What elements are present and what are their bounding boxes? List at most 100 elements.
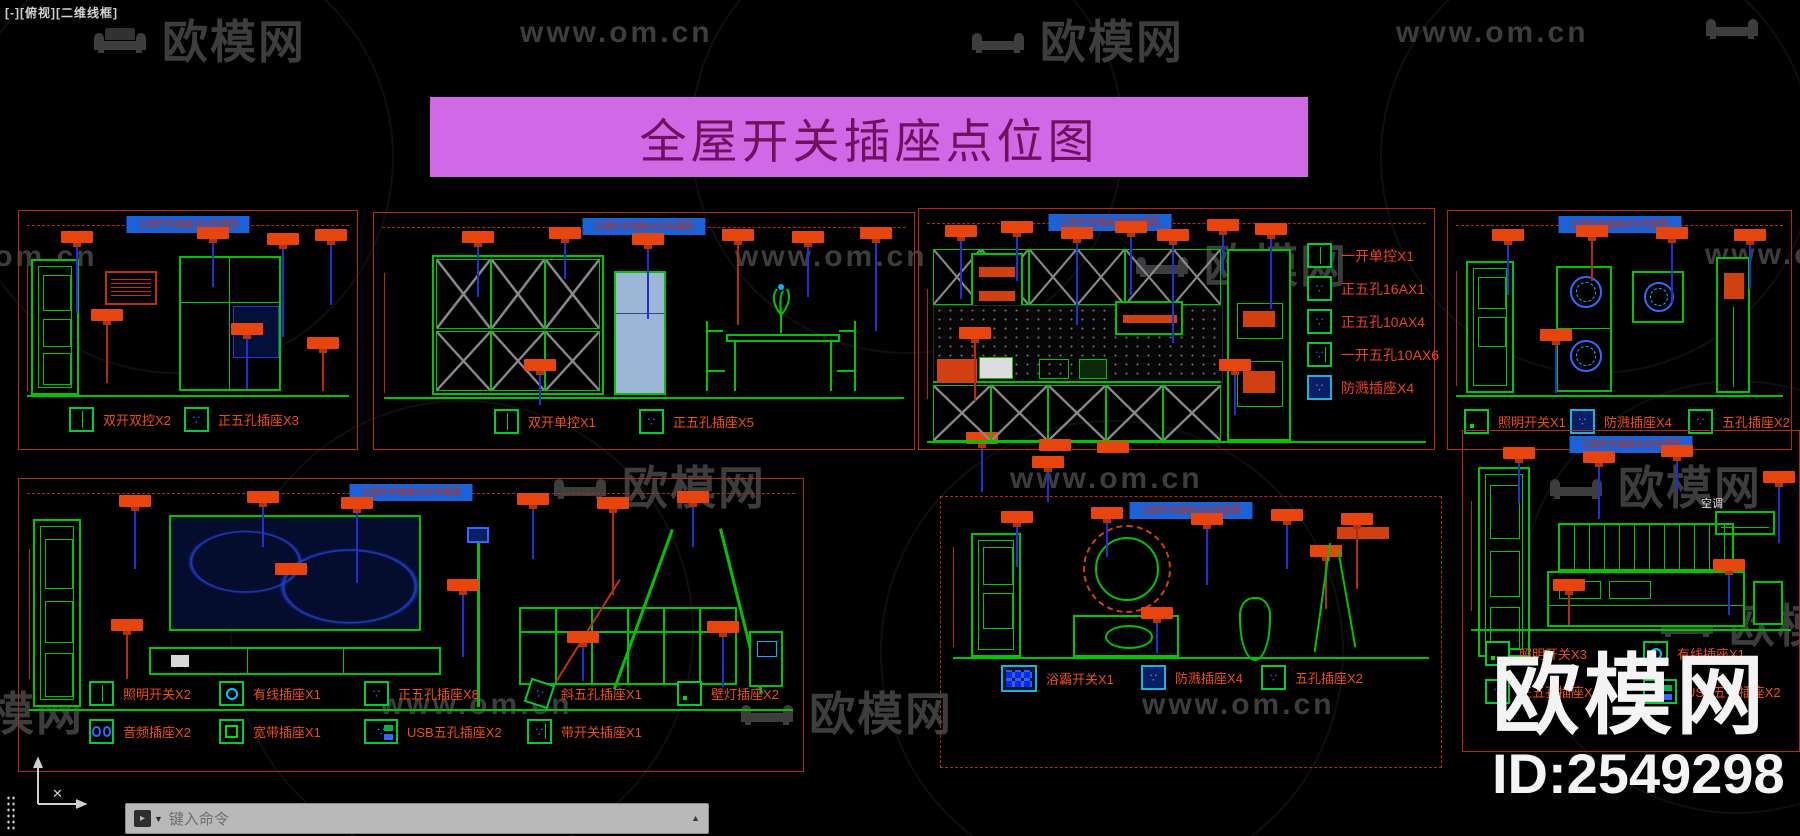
socket-callout-marker	[1553, 579, 1585, 625]
socket-callout-marker	[707, 621, 739, 687]
legend-label: 照明开关X2	[123, 687, 191, 702]
panel-bathroom-elevation: 立面开关插座点位布置图 浴霸开关X1 ∵ 防溅插座X4 ∵ 五孔插座X2	[940, 496, 1442, 768]
socket-callout-marker	[1576, 225, 1608, 281]
legend-label: 双开双控X2	[103, 413, 171, 428]
site-watermark-brand: 欧模网	[1492, 646, 1769, 745]
socket-callout-marker	[597, 497, 629, 595]
legend-item: 有线插座X1	[219, 681, 321, 706]
socket-callout-marker	[119, 495, 151, 569]
legend-item: 一开单控X1	[1307, 243, 1414, 268]
socket-callout-marker	[1271, 509, 1303, 569]
viewport-controls[interactable]: [-][俯视][二维线框]	[5, 6, 118, 20]
legend-item: ∵ USB五孔插座X2	[1643, 679, 1781, 704]
socket-callout-marker	[1503, 447, 1535, 503]
legend-item: 照明开关X3	[1485, 641, 1587, 666]
splash-proof-socket-icon: ∵	[1570, 409, 1595, 434]
washer-dryer-stack-drawing	[1556, 266, 1612, 392]
door-drawing	[1466, 261, 1514, 393]
socket-callout-marker	[1656, 227, 1688, 303]
watermark-url: www.om.cn	[1396, 16, 1589, 49]
command-bar-grip[interactable]	[6, 795, 15, 831]
switch-five-hole-socket-icon: ∵	[1307, 342, 1332, 367]
vase-drawing	[1239, 597, 1271, 661]
socket-callout-marker	[1219, 359, 1251, 415]
wall-shelf-drawing	[1337, 527, 1389, 539]
legend-label: 正五孔插座X8	[398, 687, 479, 702]
legend-label: 有线插座X1	[253, 687, 321, 702]
watermark-tile: 欧模网	[966, 6, 1184, 72]
dimension-line	[29, 549, 30, 679]
bed-headboard-drawing	[1558, 523, 1734, 571]
water-heater-cabinet-drawing	[1716, 257, 1750, 393]
dimension-line	[1456, 271, 1457, 386]
socket-callout-marker	[1091, 507, 1123, 557]
legend-label: 带开关插座X1	[561, 725, 642, 740]
ucs-axis-icon	[33, 756, 88, 809]
socket-callout-marker	[792, 231, 824, 297]
audio-socket-icon	[89, 719, 114, 744]
chevron-down-icon[interactable]: ▼	[154, 813, 163, 824]
floor-line	[1456, 395, 1783, 397]
legend-label: 正五孔插座X3	[218, 413, 299, 428]
two-gang-switch-icon	[69, 407, 94, 432]
page-title: 全屋开关插座点位图	[639, 114, 1099, 170]
counter-appliance	[1039, 359, 1069, 379]
splash-proof-socket-icon: ∵	[1307, 375, 1332, 400]
legend-item: ∵ 防溅插座X4	[1307, 375, 1414, 400]
title-banner: 全屋开关插座点位图	[430, 97, 1308, 177]
legend-item: 宽带插座X1	[219, 719, 321, 744]
panel-laundry-elevation: 立面开关插座点位布置图 照明开关X1 ∵ 防溅插座X4 ∵ 五孔插座X2	[1447, 210, 1792, 450]
socket-callout-marker	[447, 579, 479, 657]
command-bar[interactable]: ▸ ▼ 键入命令 ▲	[125, 803, 709, 834]
countertop-line	[933, 381, 1221, 383]
socket-callout-marker	[1492, 229, 1524, 295]
slant-five-hole-socket-icon: ∵	[523, 677, 556, 710]
door-drawing	[31, 259, 79, 395]
counter-appliance	[1079, 359, 1107, 379]
bed-drawing	[1547, 571, 1745, 627]
range-hood-drawing	[1115, 301, 1183, 335]
panel-dining-elevation: 立面开关插座点位布置图 双开单控X1 ∵	[373, 212, 915, 450]
counter-appliance	[979, 357, 1013, 379]
legend-item: 音频插座X2	[89, 719, 191, 744]
legend-label: USB五孔插座X2	[1686, 685, 1781, 700]
watermark-brand: 欧模网	[1618, 462, 1762, 514]
legend-item: ∵ USB五孔插座X2	[364, 719, 502, 744]
cable-tv-socket-icon	[1643, 641, 1668, 666]
socket-callout-marker	[549, 227, 581, 279]
legend-label: USB五孔插座X2	[407, 725, 502, 740]
socket-callout-marker	[61, 231, 93, 313]
legend-item: 照明开关X1	[1464, 409, 1566, 434]
command-line-icon[interactable]: ▸	[134, 810, 151, 827]
legend-label: 一开单控X1	[1341, 247, 1415, 264]
bath-heater-switch-icon	[1001, 665, 1037, 692]
door-drawing	[33, 519, 81, 707]
crosshair-icon: ✕	[52, 786, 63, 801]
dimension-line	[927, 289, 928, 399]
plant-sketch	[1313, 543, 1331, 653]
legend-label: 防溅插座X4	[1175, 671, 1243, 686]
watermark-brand: 欧模网	[1040, 16, 1184, 68]
command-input[interactable]: 键入命令	[168, 811, 229, 828]
legend-item: 有线插座X1	[1643, 641, 1745, 666]
legend-item: 壁灯插座X2	[677, 681, 779, 706]
cable-tv-socket-icon	[219, 681, 244, 706]
socket-callout-marker	[1583, 451, 1615, 519]
socket-callout-marker	[1097, 441, 1129, 453]
legend-label: 照明开关X1	[1498, 415, 1566, 430]
legend-item: 双开单控X1	[494, 409, 596, 434]
watermark-tile: 欧模网	[735, 678, 953, 744]
legend-item: ∵ 正五孔10AX4	[1307, 309, 1425, 334]
dimension-line	[1471, 501, 1472, 611]
socket-callout-marker	[517, 493, 549, 559]
mirror-drawing	[1083, 525, 1171, 613]
watermark-brand: 欧模网	[809, 688, 953, 740]
command-history-toggle[interactable]: ▲	[691, 813, 700, 823]
panel-bedroom-elevation: 立面开关插座点位布置图 空调 照明开关X3 有线插座X1 ∵ 正五孔插座X4	[1462, 430, 1800, 752]
socket-callout-marker	[197, 227, 229, 287]
socket-callout-marker	[247, 491, 279, 547]
dishwasher-drawing	[937, 359, 977, 383]
floor-line	[1471, 629, 1791, 631]
tall-oven-cabinet-drawing	[1227, 249, 1291, 441]
